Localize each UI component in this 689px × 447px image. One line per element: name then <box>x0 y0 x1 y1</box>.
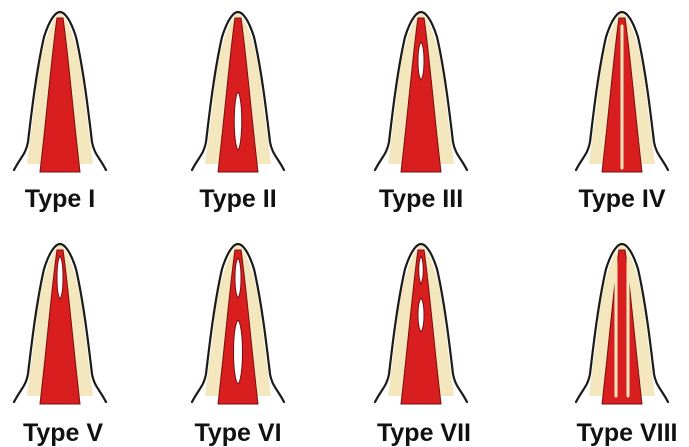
type-3-label: Type III <box>379 185 463 213</box>
type-5-label: Type V <box>23 419 103 447</box>
type-7-label: Type VII <box>377 419 471 447</box>
tooth-type-4 <box>576 12 668 172</box>
type-2-label: Type II <box>199 185 276 213</box>
tooth-type-2 <box>192 12 284 172</box>
tooth-type-6 <box>192 244 284 404</box>
labels-layer: Type I Type II Type III Type IV Type V T… <box>23 185 678 447</box>
type-4-label: Type IV <box>578 185 665 213</box>
tooth-type-7 <box>375 244 467 404</box>
canal-split <box>418 298 424 332</box>
canal-split <box>235 258 241 298</box>
tooth-type-5 <box>14 244 106 404</box>
canal-split <box>419 256 424 284</box>
canal-split <box>57 256 63 299</box>
canal-split <box>234 92 242 150</box>
tooth-type-8 <box>576 244 668 404</box>
type-6-label: Type VI <box>194 419 281 447</box>
tooth-type-3 <box>375 12 467 172</box>
tooth-type-1 <box>14 12 106 172</box>
teeth-layer <box>14 12 668 404</box>
canal-split <box>418 42 424 80</box>
type-8-label: Type VIII <box>577 419 678 447</box>
canal-split <box>234 320 243 384</box>
type-1-label: Type I <box>25 185 95 213</box>
